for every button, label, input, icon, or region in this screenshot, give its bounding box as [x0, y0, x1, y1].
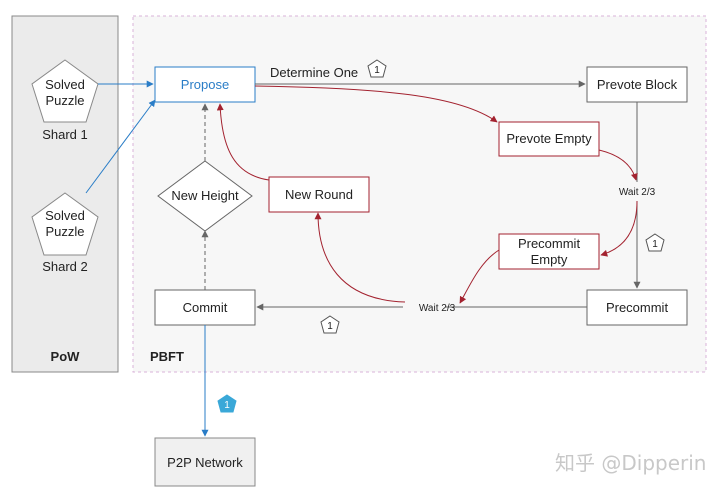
- precommit-empty-node: [498, 233, 600, 270]
- solved-puzzle-pentagon-1: [31, 59, 99, 123]
- shard-2-to-propose-arrow: [85, 99, 156, 194]
- new-height-node: [157, 160, 253, 232]
- prevote-empty-label: Prevote Empty: [506, 131, 592, 146]
- p2p-network-node: [154, 437, 256, 487]
- prevote-empty-node: [498, 121, 600, 157]
- shard-2-puzzle-line1: Solved: [45, 208, 85, 223]
- precommit-label: Precommit: [606, 300, 669, 315]
- wait-to-precommit-empty-arrow: [600, 200, 638, 257]
- shard-1-puzzle-line2: Puzzle: [45, 93, 84, 108]
- precommit-badge: [320, 315, 340, 334]
- prevote-block-node: [586, 66, 688, 103]
- prevote-block-label: Prevote Block: [597, 77, 678, 92]
- p2p-network-label: P2P Network: [167, 455, 243, 470]
- shard-2-puzzle-line2: Puzzle: [45, 224, 84, 239]
- prevote-empty-to-wait-arrow: [598, 149, 638, 181]
- propose-to-prevote-empty-arrow: [254, 85, 498, 123]
- commit-label: Commit: [183, 300, 228, 315]
- precommit-badge-text: 1: [327, 321, 333, 332]
- determine-badge: [367, 59, 387, 78]
- wait-precommit-label: Wait 2/3: [419, 303, 456, 314]
- determine-badge-text: 1: [374, 65, 380, 76]
- propose-node: [154, 66, 256, 103]
- precommit-empty-to-wait-arrow: [459, 249, 500, 304]
- shard-1-puzzle-line1: Solved: [45, 77, 85, 92]
- wait-to-new-round-arrow: [314, 212, 406, 303]
- precommit-empty-label-line2: Empty: [531, 252, 568, 267]
- pbft-label: PBFT: [150, 349, 184, 364]
- prevote-badge: [645, 233, 665, 252]
- watermark: 知乎 @Dipperin: [555, 451, 706, 475]
- p2p-badge-text: 1: [224, 400, 230, 411]
- new-round-to-propose-arrow: [216, 103, 270, 181]
- precommit-node: [586, 289, 688, 326]
- new-round-label: New Round: [285, 187, 353, 202]
- pow-label: PoW: [51, 349, 81, 364]
- commit-node: [154, 289, 256, 326]
- new-round-node: [268, 176, 370, 213]
- solved-puzzle-pentagon-2: [31, 192, 99, 256]
- shard-1-label: Shard 1: [42, 127, 88, 142]
- wait-prevote-label: Wait 2/3: [619, 187, 656, 198]
- propose-label: Propose: [181, 77, 229, 92]
- precommit-empty-label-line1: Precommit: [518, 236, 581, 251]
- shard-2-label: Shard 2: [42, 259, 88, 274]
- determine-one-label: Determine One: [270, 65, 358, 80]
- new-height-label: New Height: [171, 188, 239, 203]
- p2p-badge: [217, 394, 237, 413]
- prevote-badge-text: 1: [652, 239, 658, 250]
